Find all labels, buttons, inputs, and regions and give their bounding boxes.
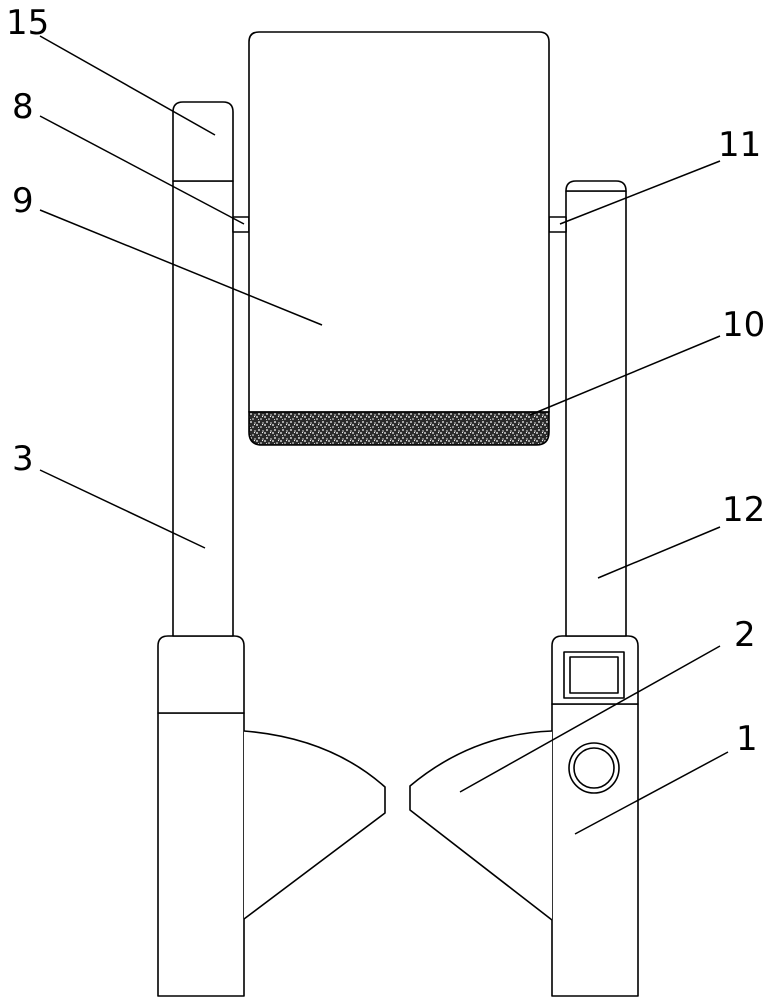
leader-8 <box>39 115 245 225</box>
leader-11 <box>559 160 721 225</box>
abrasive-layer <box>248 411 550 446</box>
right-column <box>565 190 627 637</box>
leader-2 <box>459 645 721 793</box>
label-12: 12 <box>722 490 765 530</box>
right-column-cap <box>565 180 627 192</box>
label-11: 11 <box>718 125 761 165</box>
leader-15 <box>39 35 216 136</box>
label-8: 8 <box>12 87 34 127</box>
left-chute <box>243 730 386 920</box>
control-knob-inner <box>573 747 615 789</box>
leader-9 <box>39 209 323 326</box>
left-base-sleeve <box>157 635 245 714</box>
right-chute <box>409 730 553 921</box>
leader-10 <box>529 335 721 416</box>
label-2: 2 <box>734 615 756 655</box>
leader-3 <box>39 469 206 549</box>
hopper-body <box>248 31 550 413</box>
label-10: 10 <box>722 305 765 345</box>
leader-1 <box>574 751 729 835</box>
left-column <box>172 180 234 637</box>
display-panel-inner <box>569 656 619 694</box>
label-15: 15 <box>6 3 49 43</box>
left-column-cap <box>172 101 234 182</box>
label-9: 9 <box>12 181 34 221</box>
label-3: 3 <box>12 439 34 479</box>
leader-12 <box>597 526 721 579</box>
label-1: 1 <box>736 719 758 759</box>
right-pivot-pin <box>548 216 567 233</box>
left-base-block <box>157 712 245 997</box>
